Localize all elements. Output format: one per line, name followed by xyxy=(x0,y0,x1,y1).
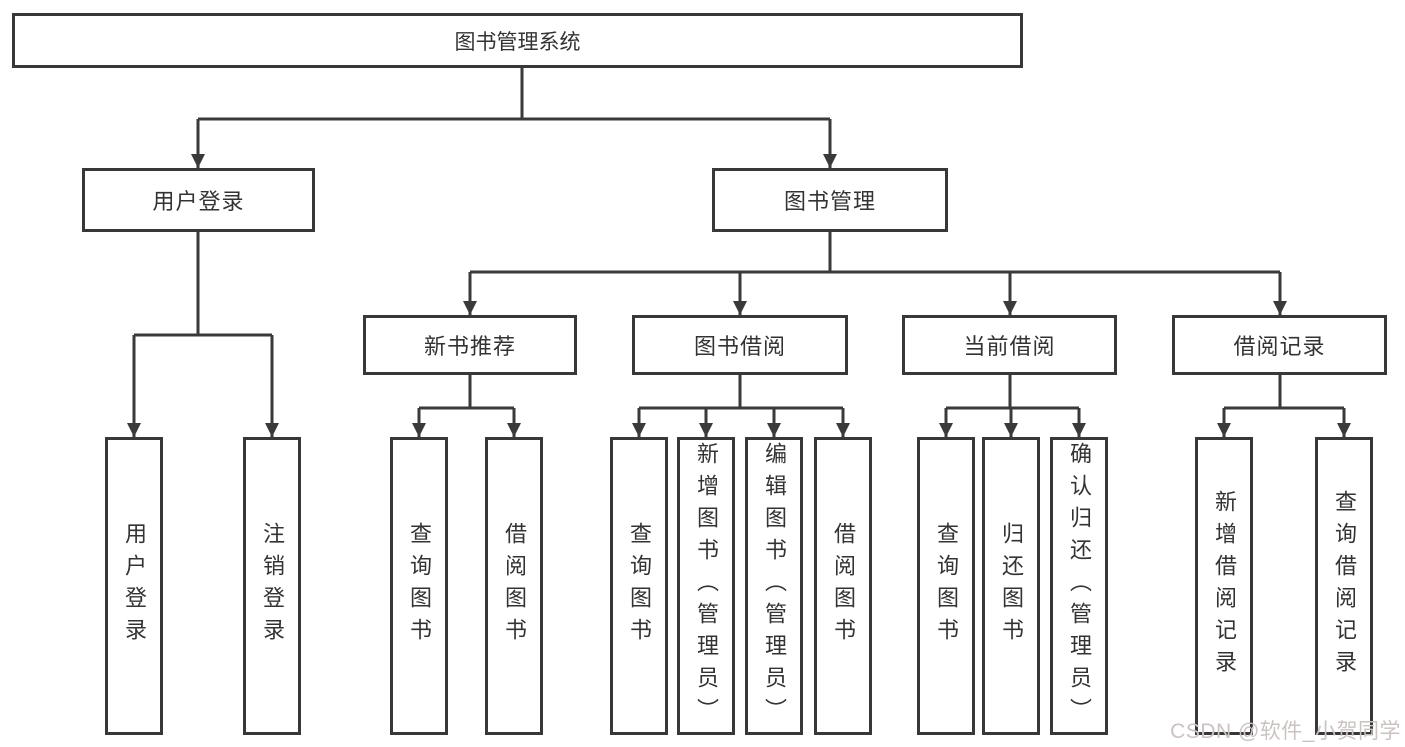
leaf-return-books: 归还图书 xyxy=(982,437,1040,735)
leaf-borrow-books-borrowing: 借阅图书 xyxy=(814,437,872,735)
leaf-edit-book-admin: 编辑图书（管理员） xyxy=(745,437,803,735)
leaf-edit-book-admin-label: 编辑图书（管理员） xyxy=(762,442,787,730)
leaf-borrow-books-newbooks-label: 借阅图书 xyxy=(502,522,527,650)
node-current-borrowing-label: 当前借阅 xyxy=(963,334,1056,359)
leaf-query-books-newbooks-label: 查询图书 xyxy=(407,522,432,650)
leaf-user-login: 用户登录 xyxy=(105,437,163,735)
leaf-add-borrow-record-label: 新增借阅记录 xyxy=(1212,490,1237,682)
leaf-query-borrow-record-label: 查询借阅记录 xyxy=(1332,490,1357,682)
leaf-query-borrow-record: 查询借阅记录 xyxy=(1315,437,1373,735)
leaf-user-login-label: 用户登录 xyxy=(122,522,147,650)
leaf-add-book-admin: 新增图书（管理员） xyxy=(677,437,735,735)
leaf-query-books-current-label: 查询图书 xyxy=(934,522,959,650)
node-book-borrowing: 图书借阅 xyxy=(632,315,848,375)
leaf-borrow-books-borrowing-label: 借阅图书 xyxy=(831,522,856,650)
node-book-management-label: 图书管理 xyxy=(783,189,876,214)
node-borrowing-records-label: 借阅记录 xyxy=(1233,334,1326,359)
node-borrowing-records: 借阅记录 xyxy=(1172,315,1387,375)
node-book-management: 图书管理 xyxy=(712,168,948,232)
leaf-return-books-label: 归还图书 xyxy=(999,522,1024,650)
leaf-add-borrow-record: 新增借阅记录 xyxy=(1195,437,1253,735)
leaf-query-books-borrowing-label: 查询图书 xyxy=(627,522,652,650)
node-new-book-recommend-label: 新书推荐 xyxy=(423,334,516,359)
watermark: CSDN @软件_小贺同学 xyxy=(1170,720,1401,743)
leaf-logout-label: 注销登录 xyxy=(260,522,285,650)
leaf-confirm-return-admin-label: 确认归还（管理员） xyxy=(1067,442,1092,730)
node-root: 图书管理系统 xyxy=(12,13,1023,68)
node-root-label: 图书管理系统 xyxy=(454,30,581,54)
node-current-borrowing: 当前借阅 xyxy=(902,315,1117,375)
leaf-query-books-newbooks: 查询图书 xyxy=(390,437,448,735)
leaf-add-book-admin-label: 新增图书（管理员） xyxy=(694,442,719,730)
node-book-borrowing-label: 图书借阅 xyxy=(693,334,786,359)
node-new-book-recommend: 新书推荐 xyxy=(363,315,577,375)
leaf-logout: 注销登录 xyxy=(243,437,301,735)
leaf-borrow-books-newbooks: 借阅图书 xyxy=(485,437,543,735)
node-user-login-label: 用户登录 xyxy=(152,189,245,214)
leaf-confirm-return-admin: 确认归还（管理员） xyxy=(1050,437,1108,735)
leaf-query-books-borrowing: 查询图书 xyxy=(610,437,668,735)
node-user-login: 用户登录 xyxy=(82,168,315,232)
leaf-query-books-current: 查询图书 xyxy=(917,437,975,735)
